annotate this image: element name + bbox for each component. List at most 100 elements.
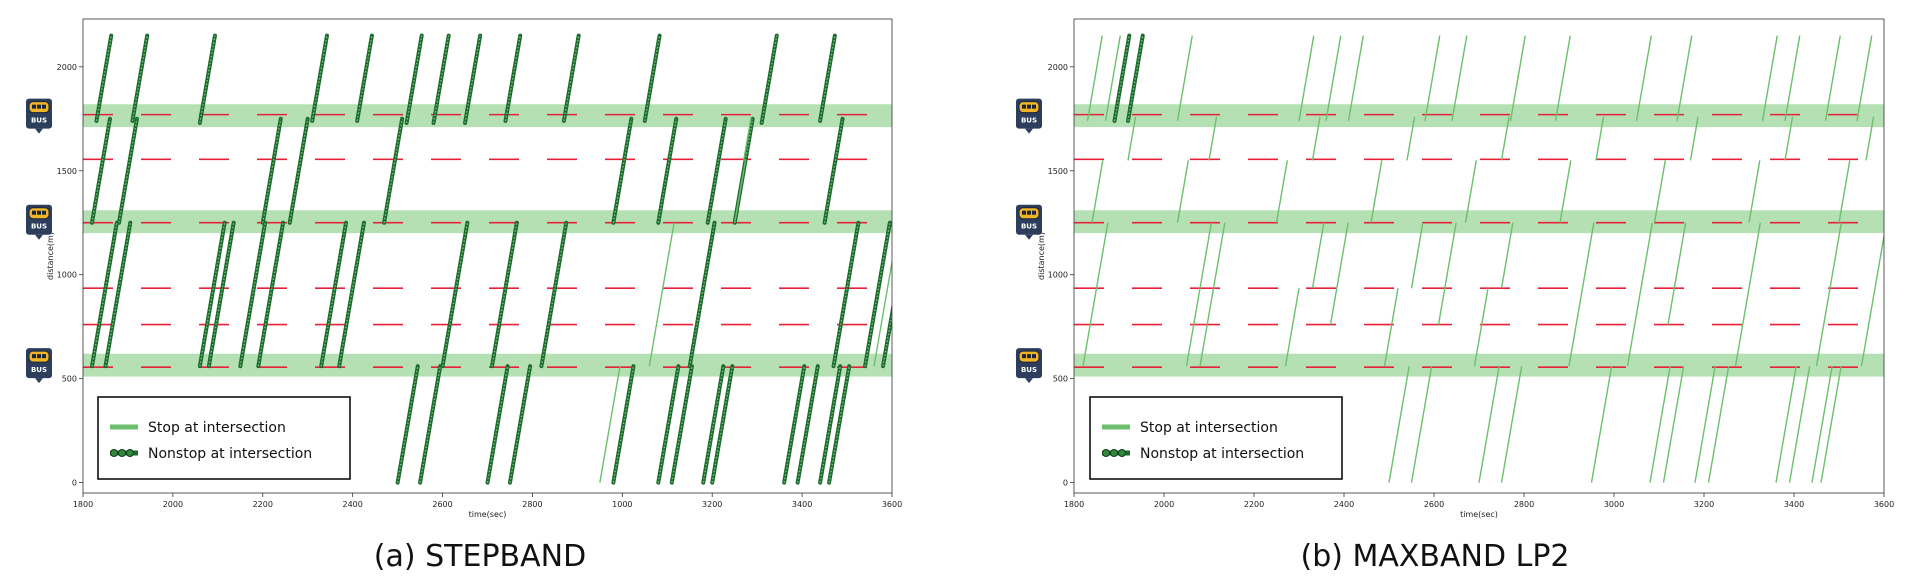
bus-stop-band: [83, 210, 892, 234]
stop-trajectory: [1788, 366, 1811, 483]
stop-trajectory: [1275, 160, 1288, 223]
x-tick-label: 2800: [1514, 500, 1534, 509]
stop-trajectory: [1860, 232, 1884, 367]
stop-trajectory: [1509, 35, 1526, 121]
legend-swatch-nonstop-marker: [1118, 449, 1126, 457]
stop-trajectory: [1127, 116, 1137, 161]
stop-trajectory: [1176, 160, 1189, 223]
legend-swatch-nonstop-marker: [118, 449, 126, 457]
nonstop-trajectory: [319, 220, 349, 369]
stop-trajectory: [1311, 116, 1321, 161]
legend-box: [1089, 396, 1343, 480]
stop-trajectory: [1437, 222, 1457, 325]
nonstop-trajectory-marker: [91, 118, 111, 223]
stop-trajectory: [1824, 35, 1841, 121]
bus-stop-band: [1074, 210, 1884, 234]
x-tick-label: 2600: [432, 500, 452, 509]
bus-icon-label: BUS: [1021, 117, 1037, 125]
stop-trajectory: [1185, 222, 1213, 367]
x-tick-label: 2400: [1334, 500, 1354, 509]
nonstop-trajectory-marker: [262, 118, 282, 223]
legend-swatch-nonstop-marker: [1102, 449, 1110, 457]
nonstop-trajectory-marker: [509, 366, 531, 483]
stop-trajectory: [1500, 116, 1510, 161]
x-tick-label: 3600: [1874, 500, 1894, 509]
nonstop-trajectory-marker: [612, 118, 632, 223]
bus-icon-label: BUS: [1021, 223, 1037, 231]
nonstop-trajectory-marker: [486, 366, 509, 483]
bus-icon: BUS: [1016, 204, 1042, 240]
nonstop-trajectory-marker: [199, 35, 216, 124]
stop-trajectory: [1473, 288, 1489, 367]
nonstop-trajectory: [103, 220, 133, 369]
nonstop-trajectory-marker: [95, 35, 112, 121]
nonstop-trajectory: [687, 220, 717, 369]
bus-stop-band: [83, 353, 892, 377]
nonstop-trajectory-marker: [311, 35, 328, 121]
stop-trajectory: [1091, 160, 1104, 223]
bus-icon-window: [32, 104, 36, 109]
y-tick-label: 2000: [1048, 63, 1068, 72]
x-tick-label: 1800: [73, 500, 93, 509]
bus-icon: BUS: [1016, 348, 1042, 384]
bus-icon-pointer: [1025, 234, 1033, 240]
bus-icon: BUS: [1016, 98, 1042, 134]
nonstop-trajectory-marker: [118, 118, 138, 223]
bus-icon: BUS: [26, 204, 52, 240]
bus-icon-window: [1032, 210, 1036, 215]
stop-trajectory: [1082, 222, 1109, 367]
y-tick-label: 1500: [57, 167, 77, 176]
nonstop-trajectory-marker: [657, 366, 680, 483]
bus-icon-pointer: [35, 378, 43, 384]
nonstop-trajectory-marker: [657, 118, 677, 223]
nonstop-trajectory-marker: [419, 366, 441, 483]
nonstop-trajectory: [337, 220, 366, 369]
nonstop-trajectory-marker: [504, 35, 521, 121]
bus-icon-window: [1032, 104, 1036, 109]
nonstop-trajectory-marker: [819, 366, 841, 483]
bus-icon-label: BUS: [31, 366, 47, 374]
bus-stop-band: [1074, 104, 1884, 128]
bus-icon: BUS: [26, 98, 52, 134]
bus-icon: BUS: [26, 348, 52, 384]
axes-frame: [1073, 18, 1885, 494]
nonstop-trajectory-marker: [819, 35, 836, 121]
bus-stop-band: [83, 104, 892, 128]
stop-trajectory: [1559, 160, 1572, 223]
stop-trajectory: [1653, 160, 1666, 223]
stop-trajectory: [1590, 366, 1613, 483]
stop-trajectory: [1410, 222, 1424, 289]
x-axis-label: time(sec): [1460, 510, 1498, 519]
x-tick-label: 2200: [1244, 500, 1264, 509]
nonstop-trajectory: [831, 220, 861, 369]
legend-label-stop: Stop at intersection: [148, 420, 286, 436]
axes-frame: [82, 18, 893, 494]
x-tick-label: 2800: [522, 500, 542, 509]
bus-icon-window: [1027, 104, 1031, 109]
x-tick-label: 3200: [1694, 500, 1714, 509]
nonstop-trajectory-marker: [702, 366, 724, 483]
x-tick-label: 2400: [342, 500, 362, 509]
x-tick-label: 3200: [702, 500, 722, 509]
x-tick-label: 2600: [1424, 500, 1444, 509]
stop-trajectory: [1464, 160, 1477, 223]
nonstop-trajectory-marker: [1113, 35, 1130, 121]
bus-icon-window: [32, 210, 36, 215]
legend-label-nonstop: Nonstop at intersection: [148, 446, 312, 462]
bus-icon-window: [32, 354, 36, 359]
y-tick-label: 500: [1053, 375, 1068, 384]
bus-icon-window: [37, 104, 41, 109]
nonstop-trajectory-marker: [563, 35, 580, 121]
legend-label-nonstop: Nonstop at intersection: [1140, 446, 1304, 462]
bus-icon-window: [1027, 210, 1031, 215]
nonstop-trajectory-marker: [406, 35, 423, 124]
nonstop-trajectory: [863, 220, 892, 369]
stop-trajectory: [1635, 35, 1652, 121]
bus-icon-label: BUS: [31, 117, 47, 125]
nonstop-trajectory-marker: [828, 366, 850, 483]
stop-trajectory: [1329, 222, 1349, 325]
bus-icon-window: [1022, 354, 1026, 359]
x-tick-label: 2000: [163, 500, 183, 509]
nonstop-trajectory-marker: [797, 366, 819, 483]
